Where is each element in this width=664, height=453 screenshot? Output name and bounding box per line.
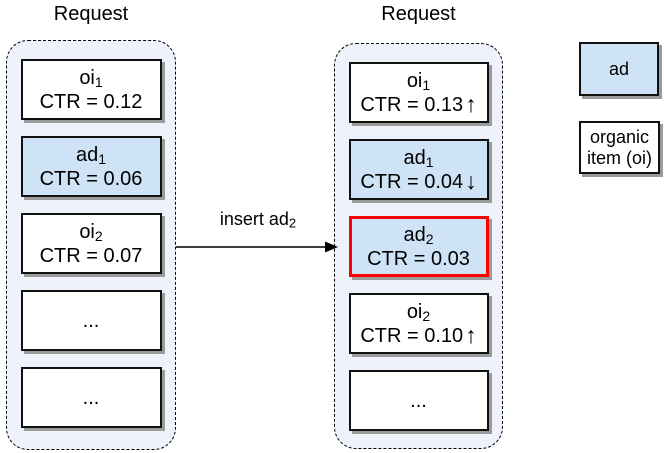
insert-arrow-label-text: insert ad bbox=[219, 209, 289, 229]
insert-arrow-label: insert ad2 bbox=[176, 208, 340, 230]
legend-ad-label: ad bbox=[608, 58, 630, 79]
item-label: ad1 bbox=[403, 146, 434, 170]
item-label: oi1 bbox=[406, 69, 431, 93]
item-label: oi2 bbox=[79, 220, 103, 244]
item-label: ad1 bbox=[75, 143, 107, 167]
up-arrow-icon: ↑ bbox=[465, 90, 477, 117]
request-title-before: Request bbox=[53, 3, 129, 25]
item-ctr-value: CTR = 0.04↓ bbox=[360, 167, 477, 194]
item-box-organic: ... bbox=[20, 290, 162, 351]
insert-arrow-icon bbox=[176, 241, 338, 253]
item-ctr-value: CTR = 0.10↑ bbox=[360, 321, 477, 348]
item-ctr-value: CTR = 0.13↑ bbox=[360, 90, 477, 117]
item-ctr-value: CTR = 0.06 bbox=[39, 167, 143, 190]
item-ctr-value: CTR = 0.12 bbox=[39, 90, 143, 113]
item-box-organic: ... bbox=[348, 370, 489, 431]
up-arrow-icon: ↑ bbox=[465, 321, 477, 348]
item-ctr-value: CTR = 0.07 bbox=[39, 244, 143, 267]
item-ctr-value: CTR = 0.03 bbox=[367, 247, 470, 270]
item-label: ... bbox=[82, 386, 100, 409]
item-label: ... bbox=[82, 309, 100, 332]
item-label: ad2 bbox=[403, 223, 434, 247]
item-label: oi1 bbox=[79, 66, 103, 90]
item-box-organic: ... bbox=[20, 367, 162, 428]
down-arrow-icon: ↓ bbox=[465, 167, 477, 194]
legend-organic-label: organic item (oi) bbox=[586, 126, 652, 168]
legend-organic-box: organic item (oi) bbox=[579, 121, 660, 174]
request-title-after: Request bbox=[381, 3, 456, 25]
item-label: oi2 bbox=[406, 300, 431, 324]
insert-arrow-label-sub: 2 bbox=[288, 215, 297, 231]
legend-ad-box: ad bbox=[579, 42, 659, 96]
item-label: ... bbox=[410, 389, 427, 412]
